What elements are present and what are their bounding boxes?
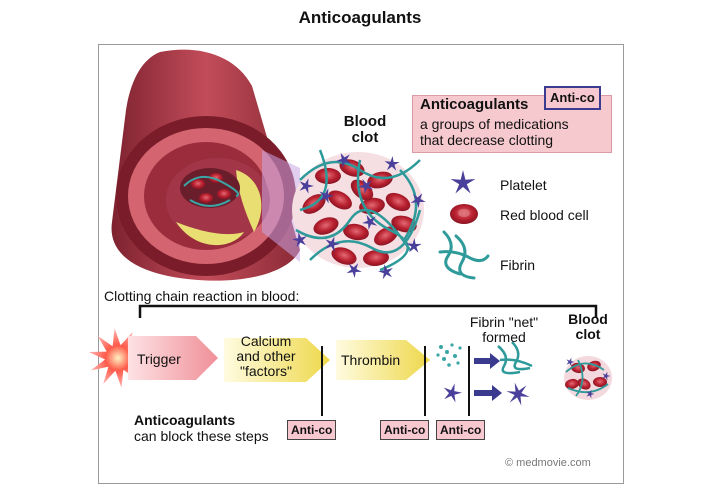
red-blood-cell	[593, 377, 607, 387]
chain-bracket	[138, 304, 598, 318]
platelet	[325, 236, 340, 252]
block-heading: Anticoagulants	[134, 412, 236, 428]
platelet-activated-icon	[506, 382, 530, 406]
platelet	[346, 263, 362, 278]
fibrin-strand	[356, 159, 409, 272]
fibrin-strand	[575, 359, 584, 397]
trigger-arrow	[128, 336, 218, 380]
red-blood-cell	[385, 192, 411, 212]
fibrin-strand	[299, 149, 328, 212]
platelet	[292, 232, 307, 248]
platelet	[384, 156, 400, 171]
fibrin-strand	[565, 362, 605, 373]
platelet	[378, 264, 393, 280]
platelet	[602, 371, 611, 381]
red-blood-cell-icon	[450, 204, 478, 224]
definition-line-2: that decrease clotting	[420, 132, 554, 148]
legend-platelet-label: Platelet	[500, 177, 547, 193]
blood-clot-illustration	[292, 149, 426, 280]
red-blood-cell	[328, 190, 352, 210]
platelet	[586, 389, 595, 399]
definition-heading: Anticoagulants	[420, 96, 529, 113]
fibrin-strand	[399, 169, 418, 241]
anti-co-tag-3: Anti-co	[436, 420, 486, 440]
red-blood-cell	[315, 168, 341, 184]
platelet	[358, 178, 374, 194]
platelet	[299, 178, 314, 194]
platelet	[362, 214, 378, 230]
fibrinogen-particles	[436, 343, 462, 367]
red-blood-cell	[565, 378, 579, 390]
trigger-label: Trigger	[137, 351, 181, 367]
chain-heading: Clotting chain reaction in blood:	[104, 288, 300, 304]
fibrin-strand	[567, 383, 609, 394]
magnification-cone	[262, 150, 300, 262]
legend-fibrin-label: Fibrin	[500, 257, 536, 273]
legend-rbc-label: Red blood cell	[500, 207, 589, 223]
platelet	[319, 188, 334, 204]
vessel-clot	[180, 168, 240, 208]
anticoagulant-badge: Anti-co	[544, 86, 601, 110]
red-blood-cell	[363, 249, 389, 267]
thrombin-arrow	[336, 340, 430, 380]
anti-co-tag-1: Anti-co	[287, 420, 337, 440]
definition-line-1: a groups of medications	[420, 116, 569, 132]
platelet	[336, 152, 351, 168]
fibrin-strand	[295, 208, 412, 251]
platelet-small-icon	[443, 383, 462, 403]
platelet	[566, 357, 575, 367]
red-blood-cell	[313, 217, 339, 235]
fibrin-net-label: Fibrin "net"formed	[469, 314, 539, 345]
thrombin-label: Thrombin	[341, 352, 401, 368]
page-title: Anticoagulants	[298, 8, 422, 27]
red-blood-cell	[331, 247, 357, 265]
platelet	[410, 193, 426, 208]
anti-co-tag-2: Anti-co	[380, 420, 430, 440]
fibrin-strands	[497, 341, 533, 375]
fibrin-icon	[438, 230, 490, 280]
final-blood-clot-illustration	[564, 356, 612, 400]
platelet-icon	[450, 170, 476, 194]
red-blood-cell	[343, 223, 369, 241]
credit-text: © medmovie.com	[505, 457, 591, 469]
conversion-arrows	[474, 353, 502, 401]
block-text: can block these steps	[134, 428, 269, 444]
calcium-arrow	[224, 338, 330, 382]
platelet	[406, 238, 422, 253]
